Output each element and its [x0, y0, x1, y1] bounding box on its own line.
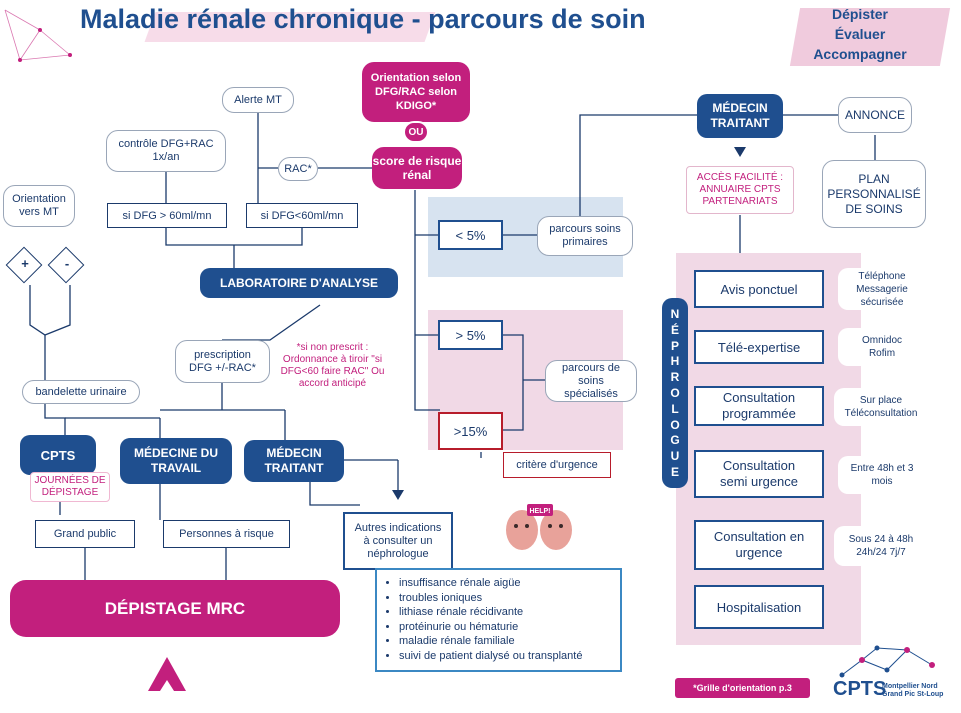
grand-public-box: Grand public [35, 520, 135, 548]
nephro-letter: O [670, 385, 680, 400]
network-decoration [0, 0, 80, 70]
orientation-mt-box: Orientation vers MT [3, 185, 75, 227]
controle-dfg-box: contrôle DFG+RAC 1x/an [106, 130, 226, 172]
indication-item: protéinurie ou hématurie [399, 620, 614, 635]
consultation-programmee-box: Consultation programmée [694, 386, 824, 426]
avis-ponctuel-box: Avis ponctuel [694, 270, 824, 308]
tagline-evaluer: Évaluer [834, 26, 886, 42]
nephro-letter: E [670, 465, 679, 480]
tagline: Dépister Évaluer Accompagner [780, 4, 940, 64]
indication-item: maladie rénale familiale [399, 634, 614, 649]
ou-badge: OU [403, 121, 429, 143]
network-decoration-icon [4, 9, 72, 62]
nephro-letter: U [670, 449, 680, 464]
cpts-box: CPTS [20, 435, 96, 475]
indication-item: insuffisance rénale aigüe [399, 576, 614, 591]
critere-urgence-box: critère d'urgence [503, 452, 611, 478]
indications-list-box: insuffisance rénale aigüe troubles ioniq… [375, 568, 622, 672]
acces-facilite-box: ACCÈS FACILITÉ : ANNUAIRE CPTS PARTENARI… [686, 166, 794, 214]
depistage-mrc-box: DÉPISTAGE MRC [10, 580, 340, 637]
page-title: Maladie rénale chronique - parcours de s… [80, 4, 646, 34]
prescription-box: prescription DFG +/-RAC* [175, 340, 270, 383]
dfg-inf-60-box: si DFG<60ml/mn [246, 203, 358, 228]
parcours-specialises-box: parcours de soins spécialisés [545, 360, 637, 402]
grille-orientation-badge: *Grille d'orientation p.3 [675, 678, 810, 698]
rac-box: RAC* [278, 157, 318, 181]
tele-expertise-box: Télé-expertise [694, 330, 824, 364]
kidney-mascot-svg: HELP! [506, 504, 572, 550]
indication-item: troubles ioniques [399, 591, 614, 606]
gt15-box: >15% [438, 412, 503, 450]
score-risque-box: score de risque rénal [372, 147, 462, 189]
nephro-letter: H [670, 354, 680, 369]
journees-depistage-box: JOURNÉES DE DÉPISTAGE [30, 472, 110, 502]
nephro-letter: É [670, 322, 679, 337]
medecine-travail-box: MÉDECINE DU TRAVAIL [120, 438, 232, 484]
mascot-sign-label: HELP! [530, 508, 551, 515]
bandelette-box: bandelette urinaire [22, 380, 140, 404]
nephro-letter: O [670, 417, 680, 432]
personnes-risque-box: Personnes à risque [163, 520, 290, 548]
nephrologue-column: N É P H R O L O G U E [662, 298, 688, 488]
laboratoire-box: LABORATOIRE D'ANALYSE [200, 268, 398, 298]
kidney-mascot-icon: HELP! [500, 500, 580, 555]
hospitalisation-box: Hospitalisation [694, 585, 824, 629]
lt5-box: < 5% [438, 220, 503, 250]
nephro-letter: N [670, 306, 680, 321]
annonce-box: ANNONCE [838, 97, 912, 133]
parcours-primaires-box: parcours soins primaires [537, 216, 633, 256]
orientation-kdigo-box: Orientation selon DFG/RAC selon KDIGO* [362, 62, 470, 122]
consultation-semi-urgence-box: Consultation semi urgence [694, 450, 824, 498]
consultation-programmee-side: Sur place Téléconsultation [834, 388, 928, 426]
plan-personnalise-box: PLAN PERSONNALISÉ DE SOINS [822, 160, 926, 228]
avis-ponctuel-side: Téléphone Messagerie sécurisée [838, 268, 926, 310]
nephrology-panel [676, 253, 861, 645]
nephro-letter: G [670, 433, 680, 448]
nephro-letter: L [671, 401, 679, 416]
minus-label: - [64, 256, 70, 271]
indication-item: lithiase rénale récidivante [399, 605, 614, 620]
alerte-mt-box: Alerte MT [222, 87, 294, 113]
indication-item: suivi de patient dialysé ou transplanté [399, 649, 614, 664]
tagline-depister: Dépister [831, 6, 889, 22]
plus-label: + [21, 256, 29, 271]
nephro-letter: P [670, 338, 679, 353]
consultation-urgence-box: Consultation en urgence [694, 520, 824, 570]
tele-expertise-side: Omnidoc Rofim [838, 328, 926, 366]
cpts-logo-text: CPTS [833, 678, 887, 700]
triangle-logo-notch [160, 680, 174, 691]
gt5-box: > 5% [438, 320, 503, 350]
consultation-urgence-side: Sous 24 à 48h 24h/24 7j/7 [834, 526, 928, 566]
cpts-logo-network-svg [839, 645, 935, 678]
nephro-letter: R [670, 370, 680, 385]
note-ordonnance: *si non prescrit : Ordonnance à tiroir "… [280, 342, 385, 389]
cpts-logo-subtitle: Montpellier Nord Grand Pic St-Loup [882, 683, 944, 698]
cpts-logo-network-icon [832, 640, 952, 680]
medecin-traitant-right-box: MÉDECIN TRAITANT [697, 94, 783, 138]
tagline-accompagner: Accompagner [813, 46, 907, 62]
medecin-traitant-left-box: MÉDECIN TRAITANT [244, 440, 344, 482]
autres-indications-box: Autres indications à consulter un néphro… [343, 512, 453, 570]
consultation-semi-urgence-side: Entre 48h et 3 mois [838, 456, 926, 494]
dfg-sup-60-box: si DFG > 60ml/mn [107, 203, 227, 228]
indications-list: insuffisance rénale aigüe troubles ioniq… [381, 576, 614, 663]
